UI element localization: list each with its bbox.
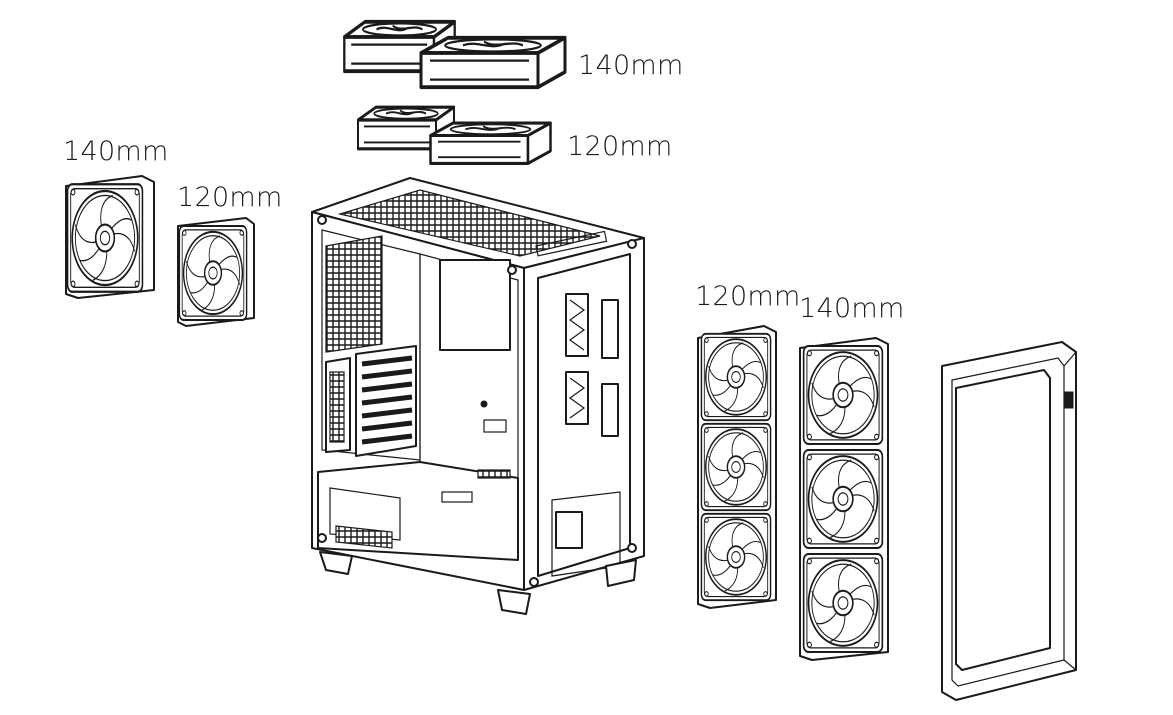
rear-140mm-fan [65, 175, 155, 299]
chassis [311, 177, 645, 615]
front-panel [941, 341, 1077, 701]
expansion-slots [355, 345, 417, 457]
rear-120mm-fan [177, 217, 255, 327]
top-140mm-label: 140mm [578, 50, 684, 81]
front-140mm-label: 140mm [799, 293, 905, 324]
rear-120mm-label: 120mm [177, 182, 283, 213]
front-140mm-fan-stack [799, 337, 889, 661]
front-120mm-label: 120mm [695, 281, 801, 312]
rear-140mm-label: 140mm [63, 136, 169, 167]
top-120mm-label: 120mm [567, 131, 673, 162]
chassis-screws [317, 215, 637, 587]
top-120mm-fan-pair [356, 105, 553, 165]
top-140mm-fan-pair [342, 19, 567, 90]
front-120mm-fan-stack [697, 325, 777, 609]
